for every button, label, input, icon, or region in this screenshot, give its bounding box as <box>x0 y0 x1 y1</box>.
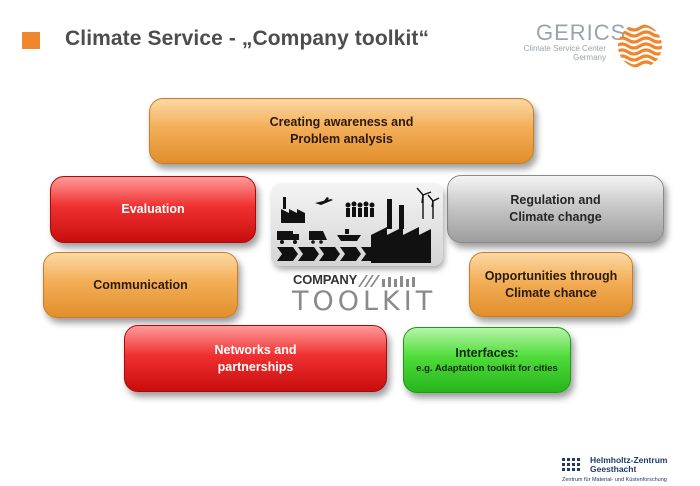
box-awareness: Creating awareness and Problem analysis <box>149 98 534 164</box>
truck-icon <box>277 231 299 244</box>
box-opportunities: Opportunities through Climate chance <box>469 252 633 317</box>
box-interfaces: Interfaces: e.g. Adaptation toolkit for … <box>403 327 571 393</box>
box-regulation-line2: Climate change <box>509 210 602 224</box>
toolkit-wordmark: TOOLKIT <box>292 286 437 317</box>
factory-icon <box>281 197 305 223</box>
box-awareness-line2: Problem analysis <box>290 132 393 146</box>
box-opportunities-line1: Opportunities through <box>484 268 618 283</box>
train-icon <box>309 231 327 244</box>
gerics-logo: GERICS Climate Service Center Germany <box>524 20 664 70</box>
box-interfaces-title: Interfaces: <box>455 345 519 360</box>
box-networks: Networks and partnerships <box>124 325 387 392</box>
ship-icon <box>337 229 361 241</box>
box-opportunities-line2: Climate chance <box>505 285 597 300</box>
box-communication-label: Communication <box>93 277 188 292</box>
page-title: Climate Service - „Company toolkit“ <box>65 27 430 50</box>
box-regulation: Regulation and Climate change <box>447 175 664 243</box>
arrow-chain-icon <box>277 247 379 261</box>
stripe-decoration-icon <box>358 275 415 287</box>
wind-turbine-icon <box>416 187 440 219</box>
accent-square <box>22 32 40 49</box>
box-communication: Communication <box>43 252 238 318</box>
hzg-logo: Helmholtz-Zentrum Geesthacht Zentrum für… <box>562 456 692 483</box>
hzg-name-line2: Geesthacht <box>590 464 637 474</box>
box-networks-line2: partnerships <box>217 359 294 374</box>
box-networks-line1: Networks and <box>214 342 297 357</box>
box-awareness-line1: Creating awareness and <box>269 115 414 129</box>
box-interfaces-subtitle: e.g. Adaptation toolkit for cities <box>416 362 558 374</box>
toolkit-illustration <box>271 183 443 266</box>
hzg-name: Helmholtz-Zentrum Geesthacht <box>590 456 667 474</box>
box-regulation-line1: Regulation and <box>510 193 601 207</box>
company-wordmark: COMPANY <box>293 272 358 287</box>
hzg-name-line1: Helmholtz-Zentrum <box>590 455 668 465</box>
hzg-dots-icon <box>562 458 580 471</box>
toolkit-graphic <box>277 187 440 263</box>
airplane-icon <box>315 197 333 205</box>
gerics-subtitle-line2: Germany <box>573 53 606 62</box>
hzg-subtitle: Zentrum für Material- und Küstenforschun… <box>562 477 667 483</box>
box-evaluation-label: Evaluation <box>121 202 185 216</box>
factory-large-icon <box>371 199 431 263</box>
box-evaluation: Evaluation <box>50 176 256 243</box>
gerics-wordmark: GERICS <box>536 20 627 45</box>
people-icon <box>345 201 375 217</box>
gerics-subtitle-line1: Climate Service Center <box>523 44 606 53</box>
gerics-subtitle: Climate Service Center Germany <box>524 44 606 62</box>
gerics-sun-icon <box>618 24 662 68</box>
